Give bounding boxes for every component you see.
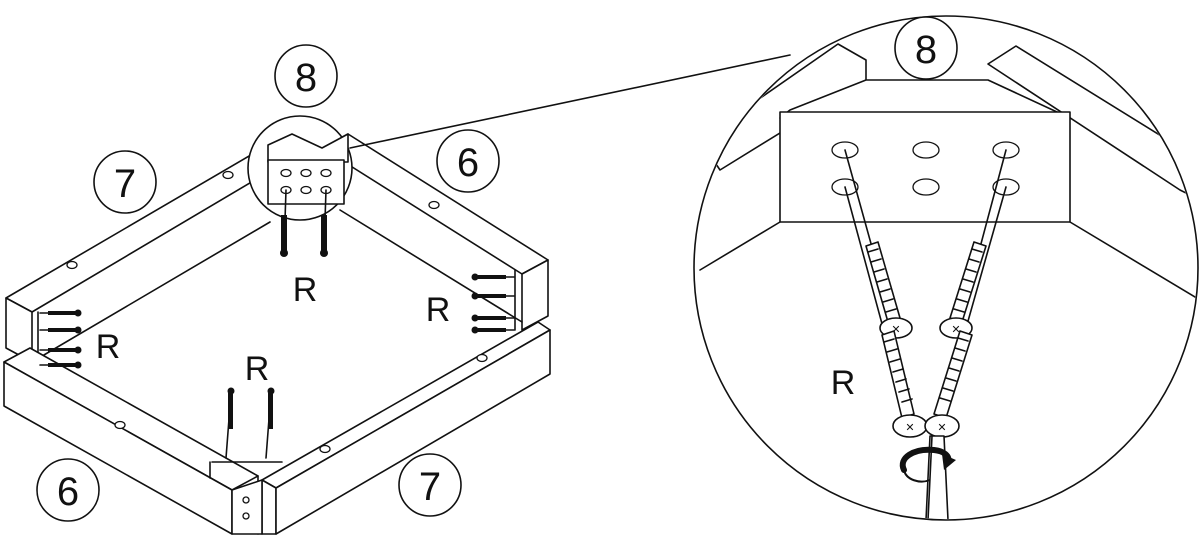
screws-front <box>225 387 275 459</box>
screw-icon <box>321 215 327 251</box>
frame-assembly: 8 7 6 6 7 R R R R <box>3 44 551 535</box>
screw-label-r: R <box>293 271 318 309</box>
svg-text:✕: ✕ <box>951 323 960 336</box>
screws-right <box>471 273 515 334</box>
part-number-6: 6 <box>57 470 79 514</box>
board-7-front-right <box>261 321 551 535</box>
part-number-7: 7 <box>114 162 136 206</box>
part-label-8-main: 8 <box>274 44 338 108</box>
board-6-front-left <box>3 347 259 535</box>
part-label-6-bottom-left: 6 <box>36 458 100 522</box>
screw-icon <box>281 215 287 251</box>
part-label-6-top-right: 6 <box>436 129 500 193</box>
board-7-back-left <box>5 144 293 363</box>
corner-bracket-front <box>211 461 283 535</box>
part-label-8-detail: 8 <box>894 16 958 80</box>
part-label-7-top-left: 7 <box>93 150 157 214</box>
part-number-7: 7 <box>419 465 441 509</box>
part-number-8: 8 <box>915 28 937 72</box>
screw-label-r: R <box>245 350 270 388</box>
detail-view: ✕ ✕ ✕ ✕ <box>693 15 1199 521</box>
screw-label-r: R <box>426 291 451 329</box>
rotate-arrow-icon <box>899 446 956 483</box>
svg-text:✕: ✕ <box>937 421 946 434</box>
svg-text:✕: ✕ <box>891 323 900 336</box>
screws-left <box>39 309 82 369</box>
screw-label-r: R <box>831 364 856 402</box>
screws-top <box>280 189 328 257</box>
part-label-7-bottom-right: 7 <box>398 453 462 517</box>
screw-label-r: R <box>96 328 121 366</box>
screw-icon: ✕ <box>939 241 987 339</box>
part-number-6: 6 <box>457 141 479 185</box>
callout-line-top <box>349 54 791 149</box>
board-holes <box>66 170 488 454</box>
part-number-8: 8 <box>295 56 317 100</box>
svg-text:✕: ✕ <box>905 421 914 434</box>
bracket-8-plate <box>267 133 349 205</box>
screw-icon: ✕ <box>881 330 928 438</box>
